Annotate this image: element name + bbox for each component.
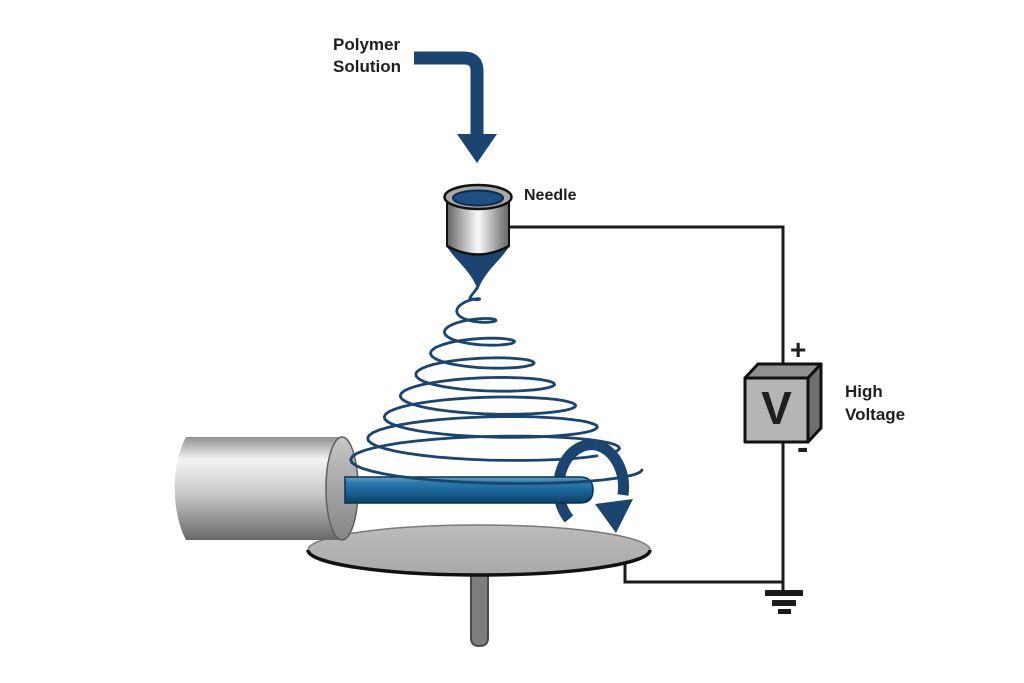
taylor-cone [447,247,509,290]
needle [443,183,513,300]
polymer-solution-label: Polymer Solution [333,35,401,76]
polymer-jet-spiral-front [349,434,644,485]
motor [174,436,359,541]
needle-label: Needle [524,187,577,204]
disc-support [470,565,489,648]
high-voltage-box [743,362,823,444]
high-voltage-label: High Voltage [845,382,906,424]
minus-terminal-label: - [797,429,809,467]
shaft [344,476,594,504]
rotation-arrow-back [553,439,597,523]
voltmeter-symbol: V [761,382,792,435]
polymer-flow-arrow [414,51,497,163]
collector-disc [306,524,652,577]
wire-collector-to-ground [623,556,784,584]
jet-drip [468,286,479,300]
plus-terminal-label: + [790,334,807,365]
ground-icon [765,590,803,614]
polymer-jet-spiral [366,296,599,462]
rotation-arrow [594,439,633,533]
wire-needle-to-hv [508,225,785,365]
